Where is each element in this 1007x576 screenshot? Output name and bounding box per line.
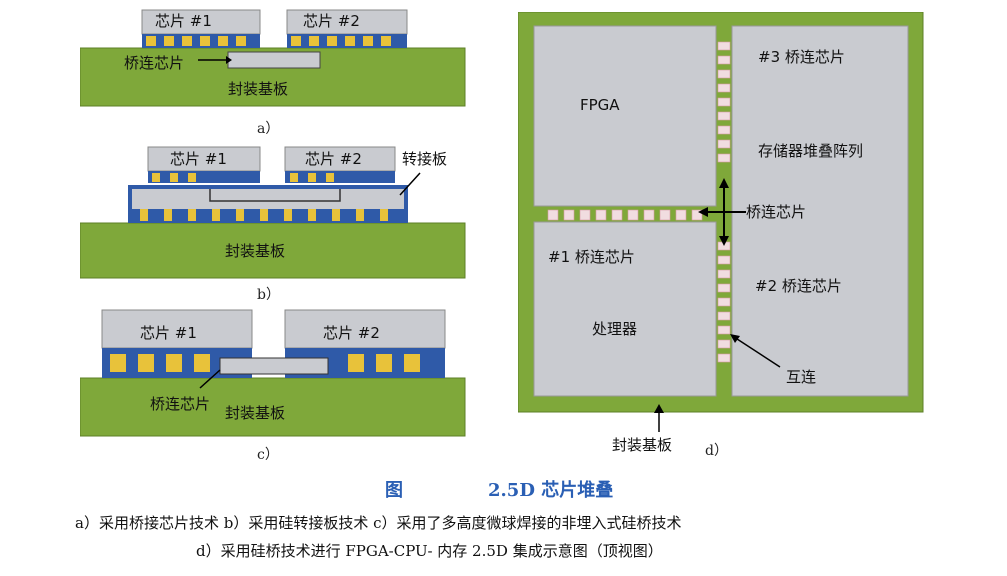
chip-1 [141, 9, 261, 35]
fpga-label: FPGA [580, 96, 620, 114]
bridge-chip [219, 357, 329, 375]
package-substrate [80, 377, 466, 437]
caption-c: c） [257, 447, 279, 463]
processor-die [533, 221, 717, 397]
figure-label: 图 [385, 480, 403, 501]
processor-label: 处理器 [592, 320, 638, 338]
panel-b-drawing [80, 146, 466, 279]
bridge-pointer [199, 369, 221, 389]
substrate-label: 封装基板 [228, 80, 289, 98]
interconnect-column [717, 41, 731, 363]
panel-c-drawing [80, 309, 466, 437]
interconnect-label: 互连 [786, 368, 817, 386]
caption-b: b） [257, 287, 280, 303]
bridge-chip [227, 51, 321, 69]
chip-1 [147, 146, 261, 172]
figure-title-text: 2.5D 芯片堆叠 [488, 480, 614, 501]
substrate-label: 封装基板 [225, 242, 286, 260]
tsv-bumps [140, 173, 388, 221]
bridge1-label: #1 桥连芯片 [548, 248, 635, 266]
bridge-center-label: 桥连芯片 [746, 203, 807, 221]
chip2-label: 芯片 #2 [303, 12, 360, 30]
bridge-label: 桥连芯片 [150, 395, 211, 413]
chip1-label: 芯片 #1 [140, 324, 197, 342]
chip-2 [284, 309, 446, 349]
fpga-die [533, 25, 717, 207]
memory-label: 存储器堆叠阵列 [758, 142, 864, 160]
interconnect-row [547, 209, 703, 221]
panel-d-drawing [518, 12, 924, 413]
chip1-label: 芯片 #1 [170, 150, 227, 168]
caption-a: a） [257, 121, 280, 137]
caption-d: d） [705, 443, 728, 459]
micro-bumps [110, 354, 420, 372]
substrate-label: 封装基板 [225, 404, 286, 422]
interposer-label: 转接板 [402, 150, 448, 168]
chip2-label: 芯片 #2 [305, 150, 362, 168]
solder-bumps [146, 36, 391, 46]
package-substrate [80, 222, 466, 279]
figure-description-line2: d）采用硅桥技术进行 FPGA-CPU- 内存 2.5D 集成示意图（顶视图） [196, 542, 663, 560]
chip-1 [101, 309, 253, 349]
substrate-arrow [654, 404, 664, 432]
memory-stack-die [731, 25, 909, 397]
figure-title: 图 2.5D 芯片堆叠 [0, 476, 1007, 506]
chip2-label: 芯片 #2 [323, 324, 380, 342]
chip1-label: 芯片 #1 [155, 12, 212, 30]
bridge3-label: #3 桥连芯片 [758, 48, 845, 66]
interconnect-pointer [733, 336, 781, 368]
panel-a-drawing [80, 9, 466, 107]
bridge-label: 桥连芯片 [124, 54, 185, 72]
substrate-label: 封装基板 [612, 436, 673, 454]
figure-description-line1: a）采用桥接芯片技术 b）采用硅转接板技术 c）采用了多高度微球焊接的非埋入式硅… [75, 514, 682, 532]
interposer-pointer [399, 172, 421, 196]
bridge2-label: #2 桥连芯片 [755, 277, 842, 295]
